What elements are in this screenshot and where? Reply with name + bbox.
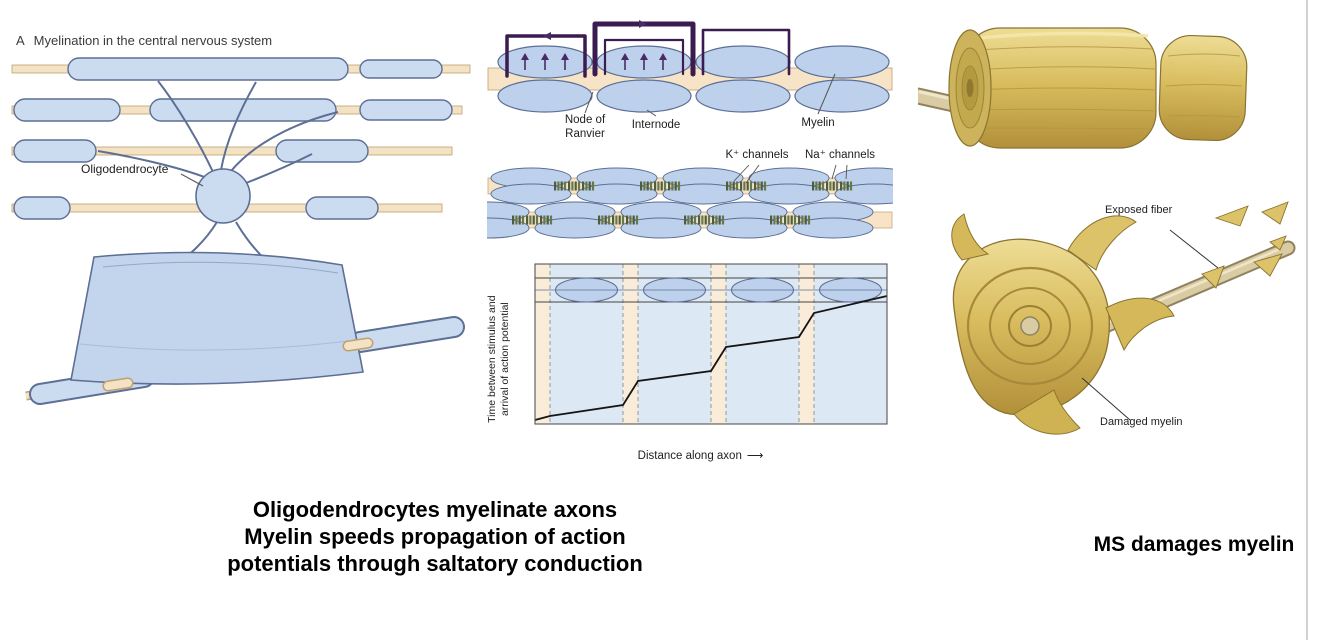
oligodendrocyte-label: Oligodendrocyte bbox=[81, 162, 169, 176]
main-caption-line-2: Myelin speeds propagation of action bbox=[244, 523, 626, 549]
graph-fiber bbox=[535, 277, 887, 303]
fiber-row-1 bbox=[487, 167, 893, 205]
main-caption-line-3: potentials through saltatory conduction bbox=[227, 550, 643, 576]
figure-title: A Myelination in the central nervous syst… bbox=[16, 33, 272, 48]
side-caption: MS damages myelin bbox=[1093, 533, 1295, 556]
na-channels-label: Na⁺ channels bbox=[805, 149, 875, 161]
internode-label: Internode bbox=[631, 119, 681, 131]
exposed-fiber-label: Exposed fiber bbox=[1105, 204, 1173, 216]
label-leader-lines bbox=[584, 73, 836, 117]
axon-band bbox=[487, 67, 893, 91]
myelin-internodes bbox=[13, 57, 453, 220]
graph-y-axis-label: Time between stimulus and arrival of act… bbox=[485, 295, 511, 423]
main-caption-line-1: Oligodendrocytes myelinate axons bbox=[252, 497, 618, 522]
saltatory-conduction-trace bbox=[534, 295, 888, 421]
damaged-myelin-label: Damaged myelin bbox=[1100, 416, 1183, 428]
graph-x-axis-label: Distance along axon ⟶ bbox=[550, 448, 850, 462]
main-caption: Oligodendrocytes myelinate axons Myelin … bbox=[110, 497, 760, 577]
node-of-ranvier-label: Node of Ranvier bbox=[564, 114, 606, 140]
ms-myelin-illustration bbox=[918, 27, 1296, 435]
figure-title-text: Myelination in the central nervous syste… bbox=[33, 33, 273, 48]
graph-border bbox=[534, 263, 888, 425]
oligodendrocyte-soma bbox=[195, 168, 251, 224]
cns-myelination-diagram bbox=[11, 57, 471, 405]
oligodendrocyte-leader-line bbox=[180, 173, 204, 187]
myelin-lenses bbox=[497, 45, 890, 113]
graph-dashed-lines bbox=[549, 264, 815, 424]
damaged-myelin bbox=[951, 201, 1296, 435]
x-axis-label-text: Distance along axon bbox=[637, 450, 742, 462]
x-axis-arrow-icon: ⟶ bbox=[746, 450, 763, 462]
channel-label-leader-lines bbox=[733, 164, 848, 184]
slide-edge-divider bbox=[1306, 0, 1308, 640]
current-arrows bbox=[521, 20, 667, 70]
saltatory-current-diagram bbox=[487, 20, 893, 117]
intact-myelin bbox=[918, 27, 1248, 149]
right-label-leader-lines bbox=[1081, 229, 1219, 421]
ion-channels-diagram bbox=[487, 164, 893, 239]
k-channels-label: K⁺ channels bbox=[725, 149, 789, 161]
conduction-time-graph bbox=[534, 263, 888, 425]
myelin-label: Myelin bbox=[801, 117, 835, 129]
myelin-fragments bbox=[1201, 201, 1289, 289]
figure-part-label: A bbox=[16, 33, 25, 48]
unrolled-myelin-sheet bbox=[70, 251, 374, 392]
oligodendrocyte-processes bbox=[97, 80, 339, 266]
